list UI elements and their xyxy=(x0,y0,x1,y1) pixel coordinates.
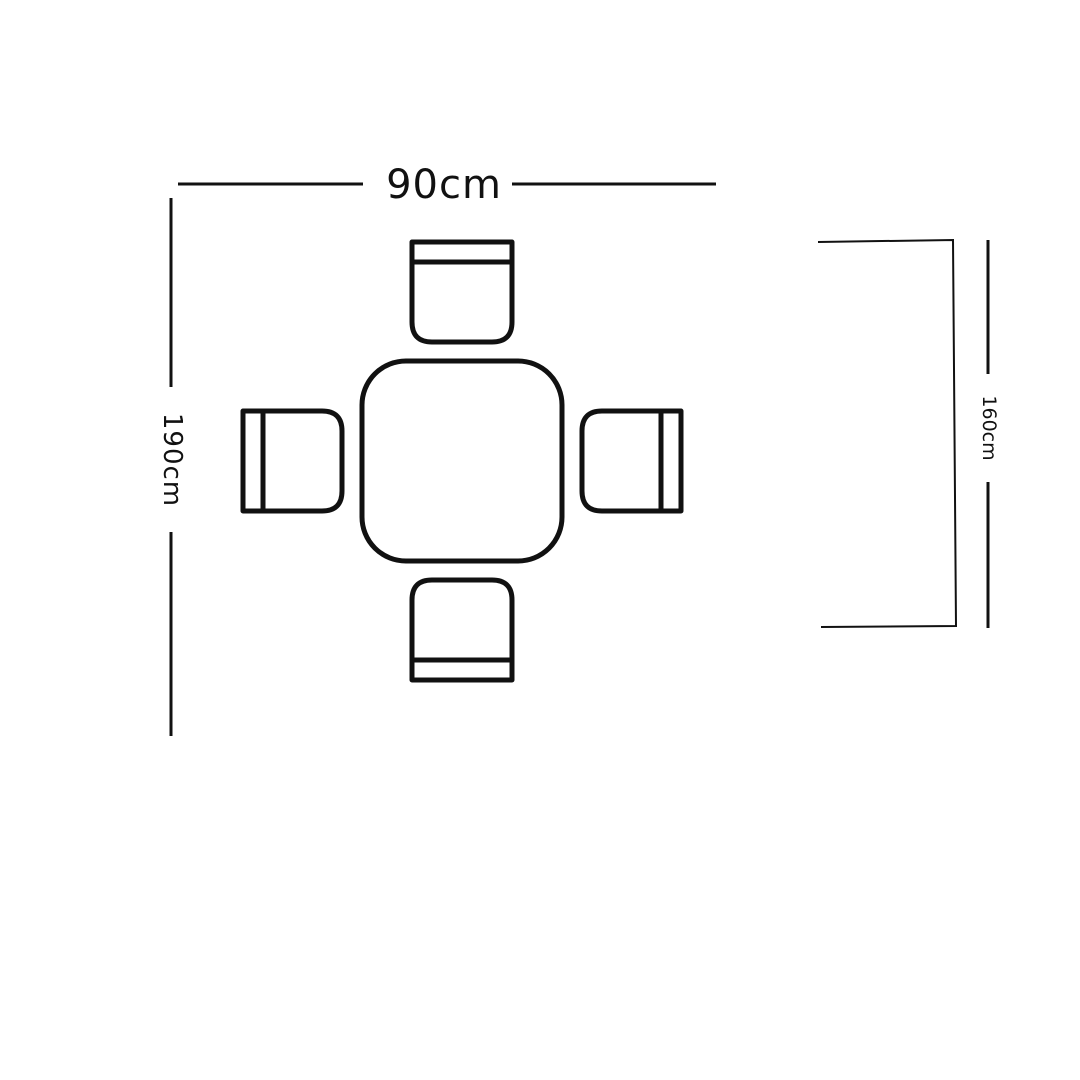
length-label: 190cm xyxy=(157,413,187,507)
chair-bottom xyxy=(409,577,515,683)
width-label: 90cm xyxy=(386,162,502,208)
alt-length-bracket xyxy=(817,238,958,628)
chair-bottom-seat xyxy=(409,577,515,683)
length-dimension: 190cm xyxy=(157,198,187,736)
table-top xyxy=(359,358,565,564)
chair-right xyxy=(579,408,684,514)
chair-top xyxy=(409,239,515,345)
chair-top-seat xyxy=(409,239,515,345)
chair-left xyxy=(240,408,345,514)
chair-right-seat xyxy=(579,408,684,514)
alt-length-dimension: 160cm xyxy=(817,238,1000,628)
alt-length-label: 160cm xyxy=(978,395,1000,460)
chair-left-seat xyxy=(240,408,345,514)
width-dimension: 90cm xyxy=(178,162,716,208)
